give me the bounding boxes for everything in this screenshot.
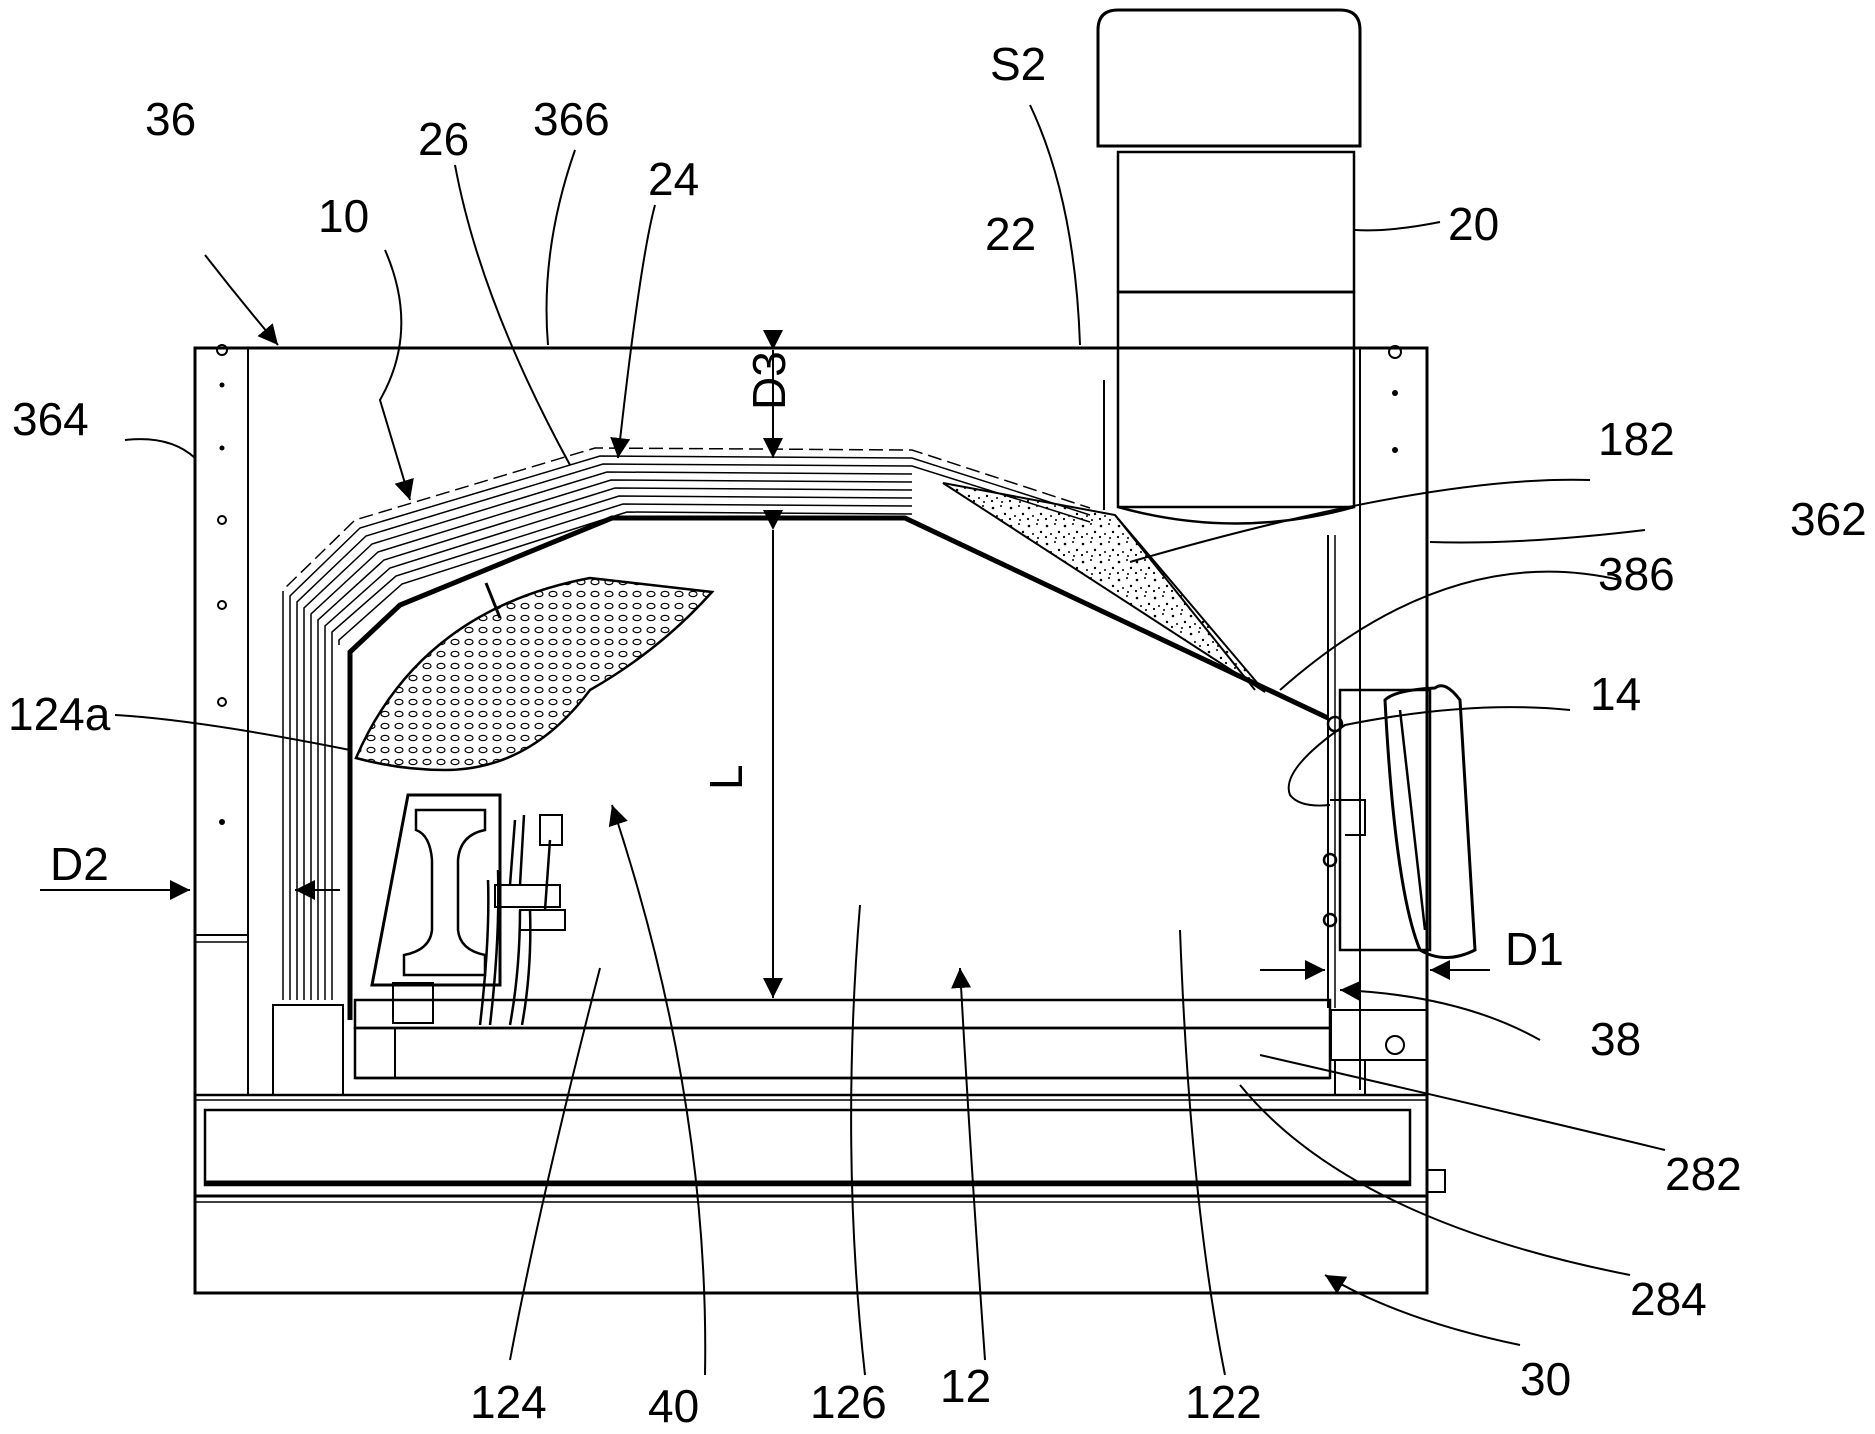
left-wall-panel: [195, 345, 343, 1095]
label-d1: D1: [1505, 923, 1564, 975]
floor-plates: [205, 1000, 1410, 1185]
door-handle: [1324, 686, 1475, 958]
perforated-deflector: [356, 578, 712, 770]
label-24: 24: [648, 153, 699, 205]
label-362: 362: [1790, 493, 1867, 545]
label-d3: D3: [743, 351, 795, 410]
label-124a: 124a: [8, 688, 111, 740]
burner-assembly: [372, 795, 565, 1025]
label-40: 40: [648, 1380, 699, 1432]
label-20: 20: [1448, 198, 1499, 250]
label-126: 126: [810, 1376, 887, 1428]
label-14: 14: [1590, 668, 1641, 720]
label-284: 284: [1630, 1273, 1707, 1325]
label-182: 182: [1598, 413, 1675, 465]
label-282: 282: [1665, 1148, 1742, 1200]
label-s2: S2: [990, 38, 1046, 90]
label-l: L: [700, 764, 752, 790]
label-26: 26: [418, 113, 469, 165]
label-124: 124: [470, 1376, 547, 1428]
label-366: 366: [533, 93, 610, 145]
label-386: 386: [1598, 548, 1675, 600]
label-364: 364: [12, 393, 89, 445]
insulation-block-22: [943, 483, 1265, 692]
flue-stack: [1098, 10, 1360, 524]
label-10: 10: [318, 190, 369, 242]
reference-labels: 36 364 10 26 366 24 D3 S2 22 20 182 362 …: [8, 38, 1867, 1432]
label-d2: D2: [50, 838, 109, 890]
label-38: 38: [1590, 1013, 1641, 1065]
label-36: 36: [145, 93, 196, 145]
dimension-arrows: [40, 350, 1490, 998]
label-30: 30: [1520, 1353, 1571, 1405]
label-12: 12: [940, 1360, 991, 1412]
label-22: 22: [985, 208, 1036, 260]
label-122: 122: [1185, 1376, 1262, 1428]
